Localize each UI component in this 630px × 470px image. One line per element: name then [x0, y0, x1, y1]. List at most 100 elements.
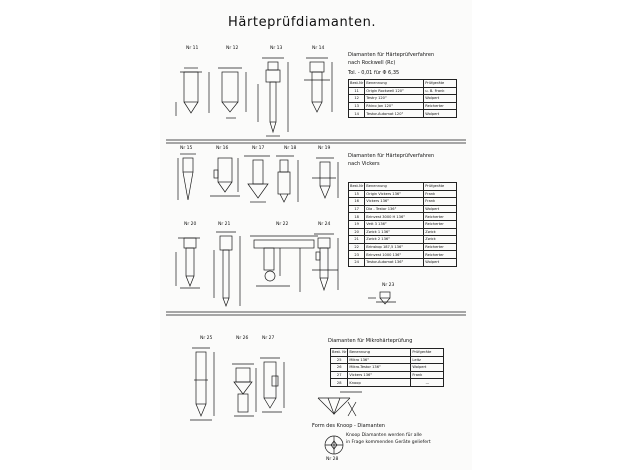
table-cell: Testor-Automat 136°	[364, 257, 425, 267]
table-cell: Zwick	[423, 227, 458, 237]
table-header-row: Best.Nr Benennung Prüfgeräte	[347, 182, 458, 191]
diamond-drawing-nr26	[232, 363, 257, 417]
label-nr23: Nr 23	[382, 283, 395, 288]
label-nr16: Nr 16	[216, 146, 229, 151]
diamond-drawing-nr27	[260, 357, 285, 413]
table-cell: 25	[329, 355, 349, 365]
diamond-drawing-nr17	[244, 155, 270, 203]
knoop-diamond-drawing	[317, 391, 362, 455]
label-nr11: Nr 11	[186, 46, 199, 51]
table-cell: Brinvest 1000 136°	[364, 250, 425, 259]
table-header-cell: Benennung	[364, 182, 425, 191]
table-cell: Vett 3 136°	[364, 219, 425, 229]
diamond-drawing-nr22	[250, 235, 318, 292]
label-nr24: Nr 24	[318, 222, 331, 227]
knoop-caption: Form des Knoop - Diamanten	[312, 423, 385, 429]
micro-heading: Diamanten für Mikrohärteprüfung	[328, 338, 413, 344]
table-cell: Wolpert	[423, 204, 458, 214]
table-cell: 18	[347, 212, 366, 221]
table-cell: Brinskop 187,5 136°	[364, 242, 425, 252]
label-nr22: Nr 22	[276, 222, 289, 227]
table-header-cell: Prüfgeräte	[423, 79, 458, 88]
table-cell: Frank	[410, 370, 445, 380]
table-cell: Wolpert	[423, 94, 458, 103]
table-cell: 21	[347, 235, 366, 244]
table-cell: 16	[347, 197, 366, 206]
label-nr26: Nr 26	[236, 336, 249, 341]
table-cell: Brinvest 3000 H 136°	[364, 212, 425, 221]
label-nr13: Nr 13	[270, 46, 283, 51]
table-cell: Knoop	[347, 378, 412, 387]
diamond-drawing-nr15	[177, 153, 196, 201]
table-cell: 24	[347, 257, 366, 267]
table-cell: 13	[347, 101, 366, 111]
diamond-drawing-nr11	[175, 67, 210, 116]
table-cell: Mikro 136°	[347, 355, 412, 365]
table-header-row: Best. Nr Benennung Prüfgeräte	[329, 348, 445, 357]
table-header-cell: Best.Nr	[347, 79, 366, 88]
table-cell: u. B. Frank	[423, 86, 458, 96]
table-header-cell: Benennung	[364, 79, 425, 88]
table-cell: Wolpert	[423, 257, 458, 267]
diamond-drawing-nr20	[175, 237, 200, 289]
knoop-note-line1: Knoop Diamanten werden für alle	[346, 433, 422, 438]
table-cell: Mikro-Testor 136°	[347, 363, 412, 372]
table-cell: 28	[329, 378, 349, 387]
table-cell: Vickers 136°	[347, 370, 412, 380]
label-nr12: Nr 12	[226, 46, 239, 51]
label-nr17: Nr 17	[252, 146, 265, 151]
table-cell: 27	[329, 370, 349, 380]
table-header-row: Best.Nr Benennung Prüfgeräte	[347, 79, 458, 88]
table-cell: Wolpert	[410, 363, 445, 372]
label-nr25: Nr 25	[200, 336, 213, 341]
label-nr19: Nr 19	[318, 146, 331, 151]
table-cell: Rhino Jon 120°	[364, 101, 425, 111]
table-cell: 14	[347, 109, 366, 118]
diamond-drawing-nr13	[257, 57, 289, 137]
table-cell: 19	[347, 219, 366, 229]
table-cell: Reicherter	[423, 101, 458, 111]
diamond-drawing-nr18	[276, 155, 299, 203]
table-cell: Zwick 1 136°	[364, 227, 425, 237]
table-cell: 26	[329, 363, 349, 372]
table-cell: Testor-Automat 120°	[364, 109, 425, 118]
table-cell: Zwick	[423, 235, 458, 244]
label-nr28: Nr 28	[326, 457, 339, 462]
vickers-subheading: nach Vickers	[348, 161, 380, 167]
table-cell: Dia - Testor 136°	[364, 204, 425, 214]
table-cell: Leitz	[410, 355, 445, 365]
label-nr15: Nr 15	[180, 146, 193, 151]
table-cell: Origin Vickers 136°	[364, 189, 425, 199]
table-cell: Reicherter	[423, 242, 458, 252]
table-cell: —	[410, 378, 445, 387]
table-header-cell: Best.Nr	[347, 182, 366, 191]
table-header-cell: Benennung	[347, 348, 412, 357]
table-header-cell: Prüfgeräte	[423, 182, 458, 191]
rockwell-tolerance: Tol. - 0,01 für Φ 6,35	[348, 70, 400, 76]
table-header-cell: Best. Nr	[329, 348, 349, 357]
vickers-heading: Diamanten für Härteprüfverfahren	[348, 153, 435, 159]
table-cell: Vickers 136°	[364, 197, 425, 206]
diamond-drawing-nr14	[304, 57, 333, 113]
diamond-drawing-nr21	[213, 231, 241, 307]
label-nr21: Nr 21	[218, 222, 231, 227]
table-cell: Wolpert	[423, 109, 458, 118]
